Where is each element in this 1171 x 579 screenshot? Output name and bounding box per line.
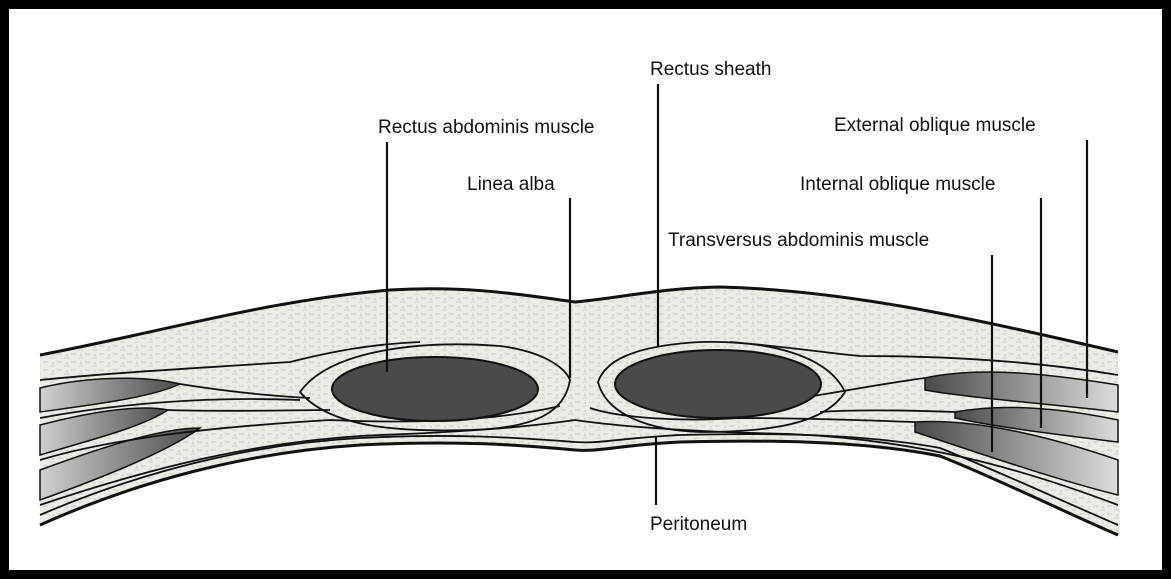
label-rectus-sheath: Rectus sheath (650, 59, 771, 80)
aponeurosis-line (168, 410, 330, 411)
label-external-oblique-muscle: External oblique muscle (834, 115, 1036, 136)
label-rectus-abdominis-muscle: Rectus abdominis muscle (378, 117, 594, 138)
right-rectus-abdominis-muscle (615, 350, 821, 418)
label-linea-alba: Linea alba (467, 174, 555, 195)
label-peritoneum: Peritoneum (650, 514, 747, 535)
label-transversus-abdominis-muscle: Transversus abdominis muscle (668, 230, 929, 251)
label-internal-oblique-muscle: Internal oblique muscle (800, 174, 995, 195)
left-rectus-abdominis-muscle (332, 357, 538, 421)
